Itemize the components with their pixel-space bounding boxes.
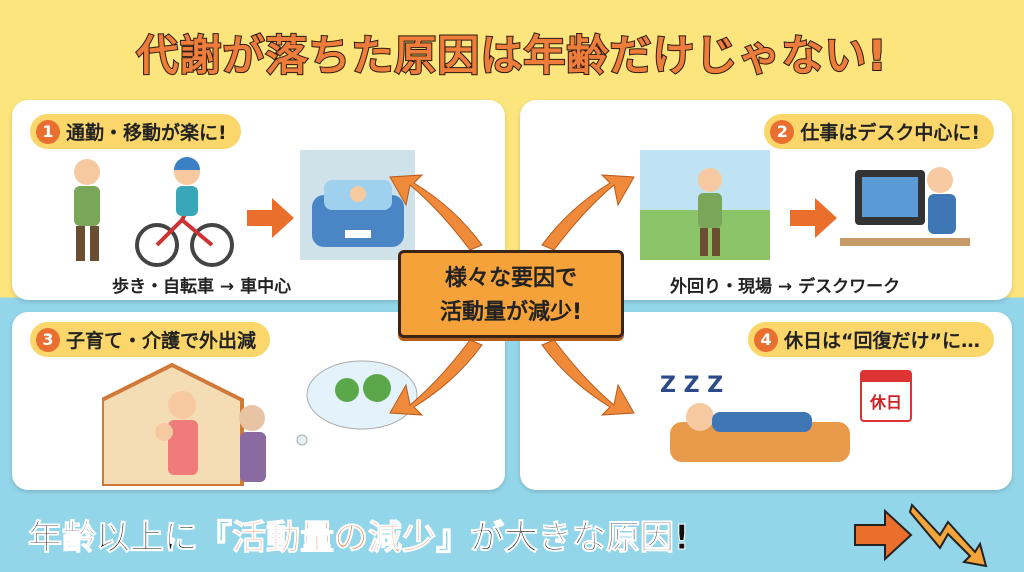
number-badge: 3 — [36, 327, 60, 352]
panel-tag: 3 子育て・介護で外出減 — [30, 322, 271, 357]
zigzag-down-arrow-icon — [908, 503, 988, 568]
panel-tag: 1 通勤・移動が楽に! — [30, 114, 241, 149]
sofa-icon — [670, 422, 850, 462]
caption: 外回り・現場 → デスクワーク — [670, 277, 901, 297]
conclusion-post: が大きな原因! — [470, 518, 691, 559]
arrow-right-icon — [854, 508, 913, 562]
car-traffic-icon — [300, 150, 415, 260]
page-title: 代謝が落ちた原因は年齢だけじゃない! — [135, 30, 888, 81]
banner-line-1: 様々な要因で — [444, 266, 577, 291]
caption: 歩き・自転車 → 車中心 — [112, 277, 292, 297]
number-badge: 1 — [36, 119, 60, 144]
field-work-icon — [640, 150, 770, 260]
panel-label: 仕事はデスク中心に! — [800, 122, 980, 144]
arrow-down-right-icon — [541, 339, 635, 416]
arrow-right-icon — [790, 198, 837, 238]
bracket-open: 『 — [198, 518, 233, 559]
conclusion-text: 年齢以上に『活動量の減少』が大きな原因! — [28, 510, 691, 559]
panel-label: 子育て・介護で外出減 — [66, 330, 257, 352]
banner-line-2: 活動量が減少! — [439, 300, 583, 325]
decline-arrows — [854, 503, 988, 568]
calendar-icon: 休日 — [860, 370, 912, 422]
panel-label: 通勤・移動が楽に! — [66, 122, 227, 144]
sleeping-on-sofa-illustration: Z Z Z — [660, 373, 850, 462]
panel-commute: 1 通勤・移動が楽に! 歩き・自転車 → 車中心 — [12, 100, 505, 300]
arrow-up-right-icon — [541, 174, 635, 251]
elderly-person-icon — [239, 405, 266, 482]
number-badge: 4 — [754, 327, 779, 352]
cyclist-icon — [135, 157, 234, 267]
desk-work-illustration — [640, 150, 970, 260]
zzz-icon: Z Z Z — [660, 373, 723, 398]
arrow-down-left-icon — [389, 339, 483, 416]
arrow-up-left-icon — [389, 174, 483, 251]
panel-label: 休日は“回復だけ”に… — [784, 330, 980, 352]
radiating-arrows — [389, 174, 635, 416]
number-badge: 2 — [770, 119, 795, 144]
park-thought-bubble-icon — [296, 360, 418, 446]
walking-person-icon — [74, 159, 100, 261]
center-banner: 様々な要因で 活動量が減少! — [398, 250, 624, 338]
arrow-right-icon — [247, 198, 294, 238]
mother-baby-icon — [155, 391, 198, 475]
commute-illustration — [74, 150, 415, 267]
bracket-close: 』 — [436, 518, 471, 559]
computer-desk-icon — [840, 167, 970, 246]
conclusion-highlight: 活動量の減少 — [232, 518, 437, 559]
conclusion-pre: 年齢以上に — [28, 518, 199, 559]
home-care-illustration — [102, 360, 418, 486]
